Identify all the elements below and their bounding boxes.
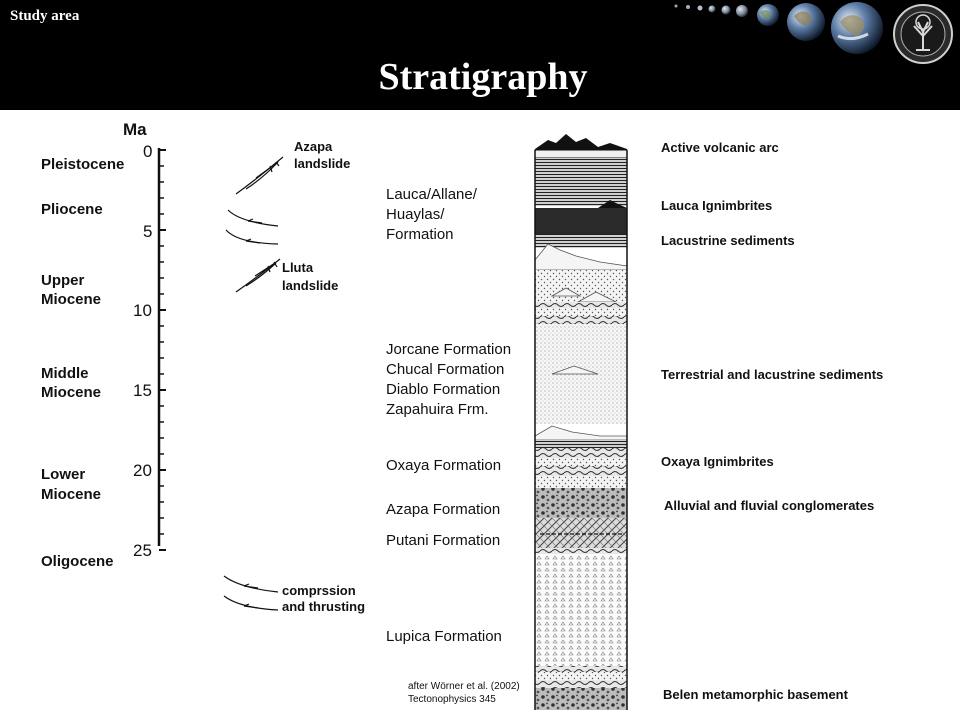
citation: Tectonophysics 345 (408, 694, 496, 705)
environment-label: Terrestrial and lacustrine sediments (661, 367, 883, 382)
stratigraphy-diagram: Ma 0 5 10 15 20 25 Pleistocene Pliocene … (0, 110, 960, 720)
formation-label: Lauca/Allane/ (386, 186, 478, 203)
university-seal-icon (893, 4, 953, 64)
section-label: Study area (10, 8, 80, 24)
planet-icon (736, 5, 748, 17)
epoch-label: Miocene (41, 291, 101, 308)
formation-label: Putani Formation (386, 532, 500, 549)
slide-header: Study area (0, 0, 960, 110)
planet-icon (686, 5, 690, 9)
landslide-symbol (235, 258, 281, 293)
timescale-mark: 5 (143, 222, 152, 241)
event-label: Azapa (294, 139, 333, 154)
formation-label: Lupica Formation (386, 628, 502, 645)
epoch-label: Pleistocene (41, 156, 124, 173)
environment-label: Active volcanic arc (661, 140, 779, 155)
environment-label: Belen metamorphic basement (663, 687, 849, 702)
environment-label: Oxaya Ignimbrites (661, 454, 774, 469)
event-label: landslide (282, 278, 338, 293)
formation-label: Huaylas/ (386, 206, 445, 223)
planet-icon (674, 4, 678, 8)
stratigraphic-column (534, 134, 628, 710)
timescale-mark: 10 (133, 301, 152, 320)
epoch-label: Miocene (41, 486, 101, 503)
formation-label: Azapa Formation (386, 501, 500, 518)
formation-label: Formation (386, 226, 454, 243)
epoch-label: Upper (41, 272, 85, 289)
thrust-fault-symbol (223, 575, 279, 611)
formation-label: Oxaya Formation (386, 457, 501, 474)
formation-label: Jorcane Formation (386, 341, 511, 358)
citation: after Wörner et al. (2002) (408, 681, 520, 692)
event-label: and thrusting (282, 599, 365, 614)
event-label: Lluta (282, 260, 314, 275)
formation-label: Chucal Formation (386, 361, 504, 378)
epoch-label: Middle (41, 365, 89, 382)
environment-label: Lacustrine sediments (661, 233, 795, 248)
event-label: comprssion (282, 583, 356, 598)
formation-label: Zapahuira Frm. (386, 401, 489, 418)
epoch-label: Lower (41, 466, 85, 483)
formation-label: Diablo Formation (386, 381, 500, 398)
environment-label: Lauca Ignimbrites (661, 198, 772, 213)
planet-icon (697, 5, 703, 11)
timescale-unit-label: Ma (123, 120, 147, 139)
thrust-fault-symbol (225, 209, 279, 245)
timescale-mark: 20 (133, 461, 152, 480)
planet-icon (721, 5, 731, 15)
timescale-mark: 15 (133, 381, 152, 400)
landslide-symbol (235, 156, 284, 195)
epoch-label: Oligocene (41, 553, 114, 570)
header-decoration (674, 2, 883, 54)
slide-title: Stratigraphy (378, 56, 588, 98)
timescale-mark: 0 (143, 142, 152, 161)
event-label: landslide (294, 156, 350, 171)
epoch-label: Pliocene (41, 201, 103, 218)
environment-label: Alluvial and fluvial conglomerates (664, 498, 874, 513)
timescale-mark: 25 (133, 541, 152, 560)
epoch-label: Miocene (41, 384, 101, 401)
planet-icon (708, 5, 716, 13)
timescale-ticks (159, 149, 166, 551)
